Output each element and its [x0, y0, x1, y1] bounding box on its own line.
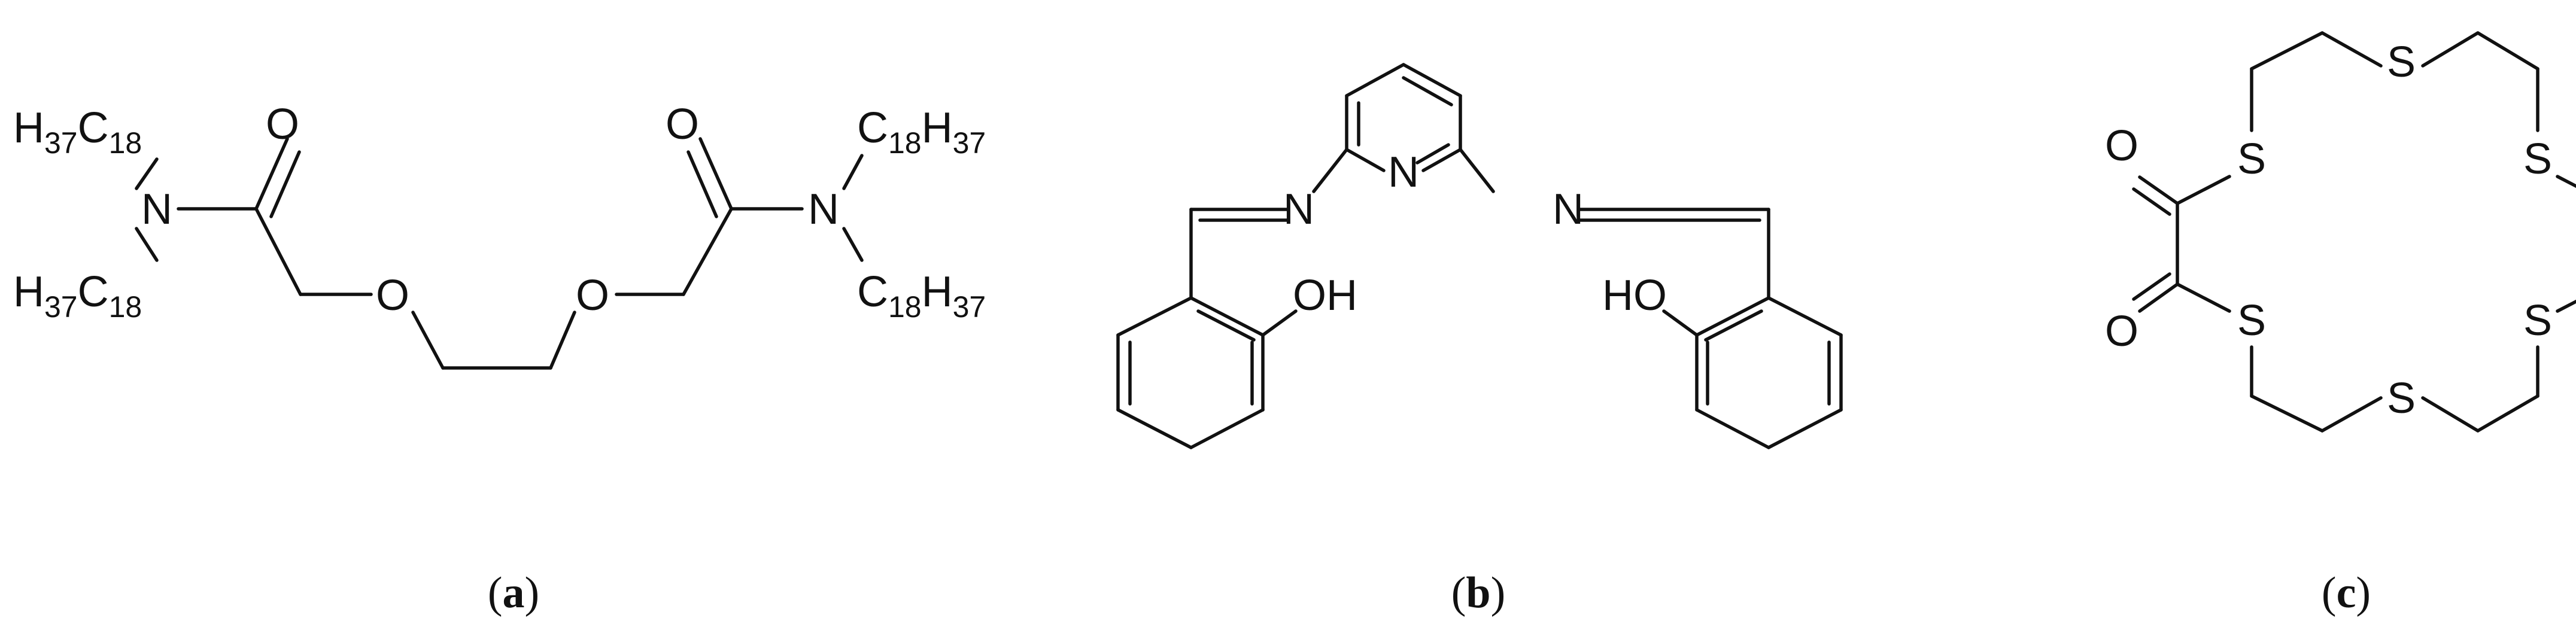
caption-a: (a) — [488, 568, 539, 617]
ether-oxygen-label: O — [576, 272, 609, 319]
structure-c: S S S S S S O O O O (c) — [2105, 31, 2576, 617]
pyridine-nitrogen-label: N — [1388, 148, 1419, 196]
imine-nitrogen-label: N — [1283, 185, 1314, 233]
structure-b: N N N OH HO (b) — [1116, 63, 1843, 617]
sulfur-label: S — [2237, 297, 2266, 345]
atoms-a: O O N N O O H37C18 H37C18 C18H37 C18H37 — [13, 101, 986, 324]
atoms-b: N N N OH HO — [1283, 148, 1667, 319]
sulfur-label: S — [2387, 375, 2416, 422]
alkyl-group-label: H37C18 — [13, 268, 142, 324]
bonds-c — [2132, 31, 2576, 433]
imine-nitrogen-label: N — [1553, 185, 1584, 233]
sulfur-label: S — [2523, 297, 2552, 345]
nitrogen-label: N — [141, 185, 172, 233]
sulfur-label: S — [2387, 38, 2416, 86]
bonds-a — [135, 137, 864, 370]
alkyl-group-label: C18H37 — [857, 268, 986, 324]
structure-a: O O N N O O H37C18 H37C18 C18H37 C18H37 … — [13, 101, 986, 617]
nitrogen-label: N — [808, 185, 839, 233]
caption-b: (b) — [1451, 568, 1505, 617]
sulfur-label: S — [2523, 135, 2552, 183]
oxygen-label: O — [2105, 122, 2138, 170]
oxygen-label: O — [2105, 308, 2138, 355]
hydroxyl-label: HO — [1602, 272, 1667, 319]
caption-c: (c) — [2322, 568, 2371, 617]
alkyl-group-label: C18H37 — [857, 104, 986, 160]
alkyl-group-label: H37C18 — [13, 104, 142, 160]
bonds-b — [1116, 63, 1843, 449]
oxygen-label: O — [266, 101, 299, 148]
sulfur-label: S — [2237, 135, 2266, 183]
atoms-c: S S S S S S O O O O — [2105, 38, 2552, 422]
oxygen-label: O — [666, 101, 699, 148]
hydroxyl-label: OH — [1293, 272, 1357, 319]
ether-oxygen-label: O — [376, 272, 409, 319]
